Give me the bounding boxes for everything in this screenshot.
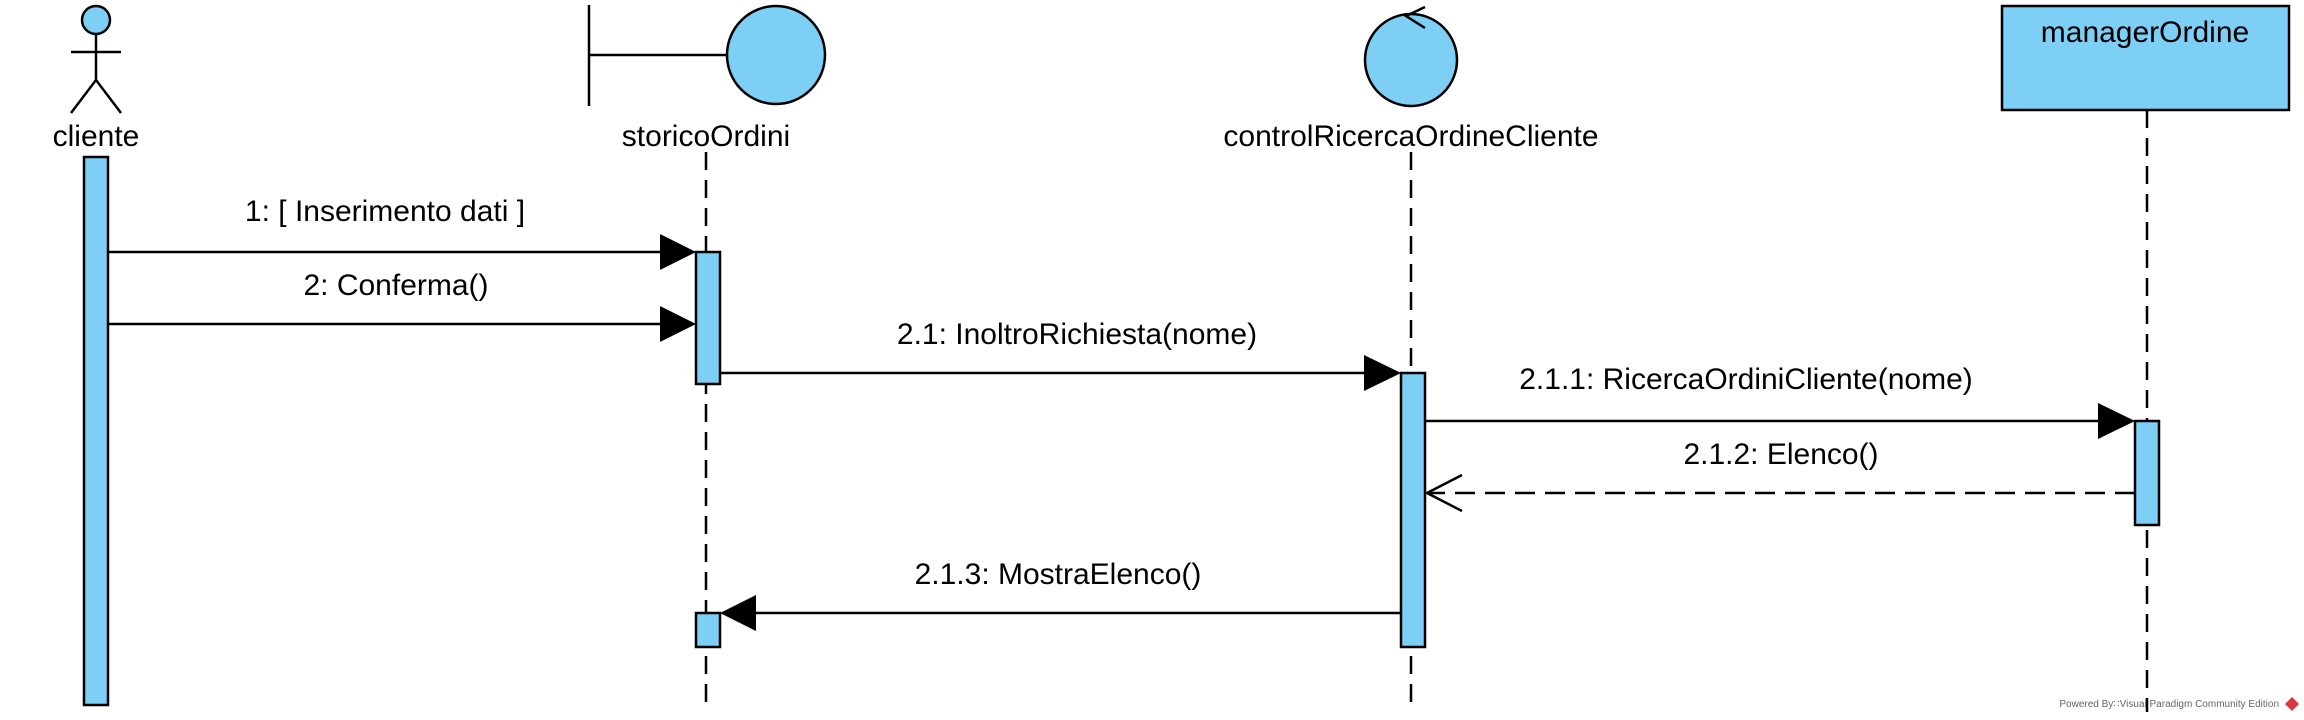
message-2-1-2: 2.1.2: Elenco() bbox=[1424, 438, 2135, 513]
control-icon bbox=[1363, 5, 1459, 108]
activation-bar-manager bbox=[2133, 419, 2161, 527]
messages: 1: [ Inserimento dati ] 2: Conferma() 2.… bbox=[108, 195, 2135, 631]
lifelines bbox=[704, 110, 2149, 712]
participant-name: managerOrdine bbox=[2041, 16, 2249, 49]
participant-storico-ordini: storicoOrdini bbox=[587, 4, 827, 153]
open-arrowhead-icon bbox=[1424, 473, 1463, 513]
filled-arrowhead-icon bbox=[720, 595, 756, 631]
filled-arrowhead-icon bbox=[2098, 403, 2135, 439]
activation-bar-control bbox=[1399, 371, 1427, 649]
message-label: 2.1.3: MostraElenco() bbox=[915, 558, 1202, 591]
activation-bar-storico-2 bbox=[694, 611, 722, 649]
message-label: 1: [ Inserimento dati ] bbox=[245, 195, 525, 228]
watermark-text: Powered By∷Visual Paradigm Community Edi… bbox=[2059, 699, 2279, 710]
message-label: 2.1.1: RicercaOrdiniCliente(nome) bbox=[1519, 363, 1973, 396]
activation-bars bbox=[82, 155, 2161, 707]
participant-cliente: cliente bbox=[53, 4, 140, 153]
participant-control-ricerca: controlRicercaOrdineCliente bbox=[1223, 5, 1599, 153]
filled-arrowhead-icon bbox=[1364, 355, 1401, 391]
participant-name: storicoOrdini bbox=[622, 120, 790, 153]
actor-icon bbox=[70, 4, 122, 114]
message-label: 2.1: InoltroRichiesta(nome) bbox=[897, 318, 1257, 351]
message-2-1-1: 2.1.1: RicercaOrdiniCliente(nome) bbox=[1425, 363, 2135, 439]
participant-manager-ordine: managerOrdine bbox=[2000, 4, 2291, 112]
message-2: 2: Conferma() bbox=[108, 269, 696, 342]
message-label: 2.1.2: Elenco() bbox=[1683, 438, 1878, 471]
filled-arrowhead-icon bbox=[660, 234, 696, 270]
participant-name: controlRicercaOrdineCliente bbox=[1223, 120, 1598, 153]
message-label: 2: Conferma() bbox=[303, 269, 488, 302]
visual-paradigm-logo-icon bbox=[2285, 697, 2299, 711]
class-box bbox=[2000, 4, 2291, 112]
activation-bar-cliente bbox=[82, 155, 110, 707]
boundary-icon bbox=[587, 4, 827, 106]
participant-name: cliente bbox=[53, 120, 140, 153]
watermark: Powered By∷Visual Paradigm Community Edi… bbox=[2059, 697, 2299, 711]
activation-bar-storico-1 bbox=[694, 250, 722, 386]
message-2-1-3: 2.1.3: MostraElenco() bbox=[720, 558, 1401, 631]
message-2-1: 2.1: InoltroRichiesta(nome) bbox=[720, 318, 1401, 391]
filled-arrowhead-icon bbox=[660, 306, 696, 342]
message-1: 1: [ Inserimento dati ] bbox=[108, 195, 696, 270]
